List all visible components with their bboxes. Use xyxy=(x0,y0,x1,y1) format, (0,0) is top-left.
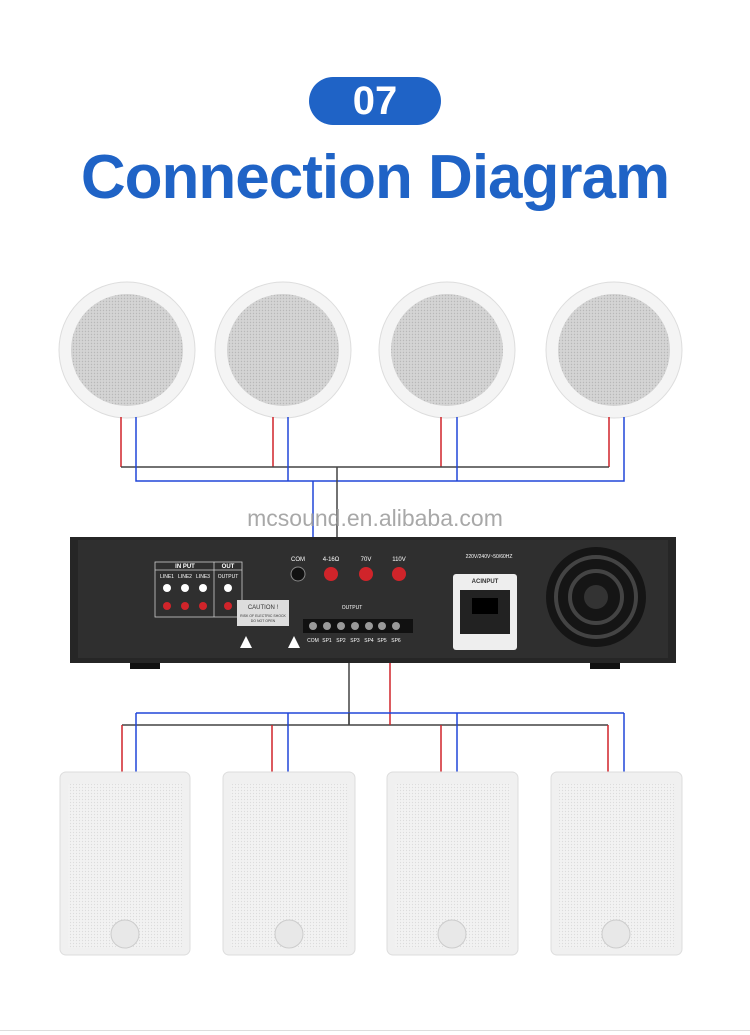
label: LINE2 xyxy=(178,574,192,580)
ceiling-speaker xyxy=(58,281,196,419)
divider xyxy=(0,1030,750,1031)
wall-speaker xyxy=(386,771,519,956)
label: 4-16Ω xyxy=(323,557,340,563)
ceiling-speaker xyxy=(214,281,352,419)
caution-title: CAUTION ! xyxy=(248,605,279,611)
label: SP5 xyxy=(377,638,387,644)
label: COM xyxy=(307,638,319,644)
rca-jacks xyxy=(163,584,232,610)
ceiling-speaker xyxy=(545,281,683,419)
label: RISK OF ELECTRIC SHOCK xyxy=(240,614,286,618)
label: SP2 xyxy=(336,638,346,644)
bottom-wiring xyxy=(121,663,625,772)
label: SP4 xyxy=(364,638,374,644)
page-title: Connection Diagram xyxy=(80,143,670,212)
input-label: IN PUT xyxy=(175,564,195,570)
label: SP3 xyxy=(350,638,360,644)
watermark: mcsound.en.alibaba.com xyxy=(247,505,503,531)
label: LINE1 xyxy=(160,574,174,580)
label: SP6 xyxy=(391,638,401,644)
label: LINE3 xyxy=(196,574,210,580)
wall-speaker xyxy=(59,771,191,956)
label: SP1 xyxy=(322,638,332,644)
label: DO NOT OPEN xyxy=(251,619,276,623)
amplifier: IN PUT OUT LINE1 LINE2 LINE3 OUTPUT COM … xyxy=(70,537,676,669)
ac-input-label: ACINPUT xyxy=(472,579,499,585)
label: 110V xyxy=(392,557,406,563)
wall-speaker xyxy=(550,771,683,956)
ceiling-speaker xyxy=(378,281,516,419)
label: 70V xyxy=(361,557,372,563)
label: OUTPUT xyxy=(218,574,239,580)
label: COM xyxy=(291,557,305,563)
out-label: OUT xyxy=(222,564,235,570)
power-spec: 220V/240V~50/60HZ xyxy=(466,554,513,560)
step-badge: 07 xyxy=(309,77,441,125)
label: OUTPUT xyxy=(342,605,363,611)
fan-grille xyxy=(546,547,646,647)
wall-speaker xyxy=(222,771,356,956)
